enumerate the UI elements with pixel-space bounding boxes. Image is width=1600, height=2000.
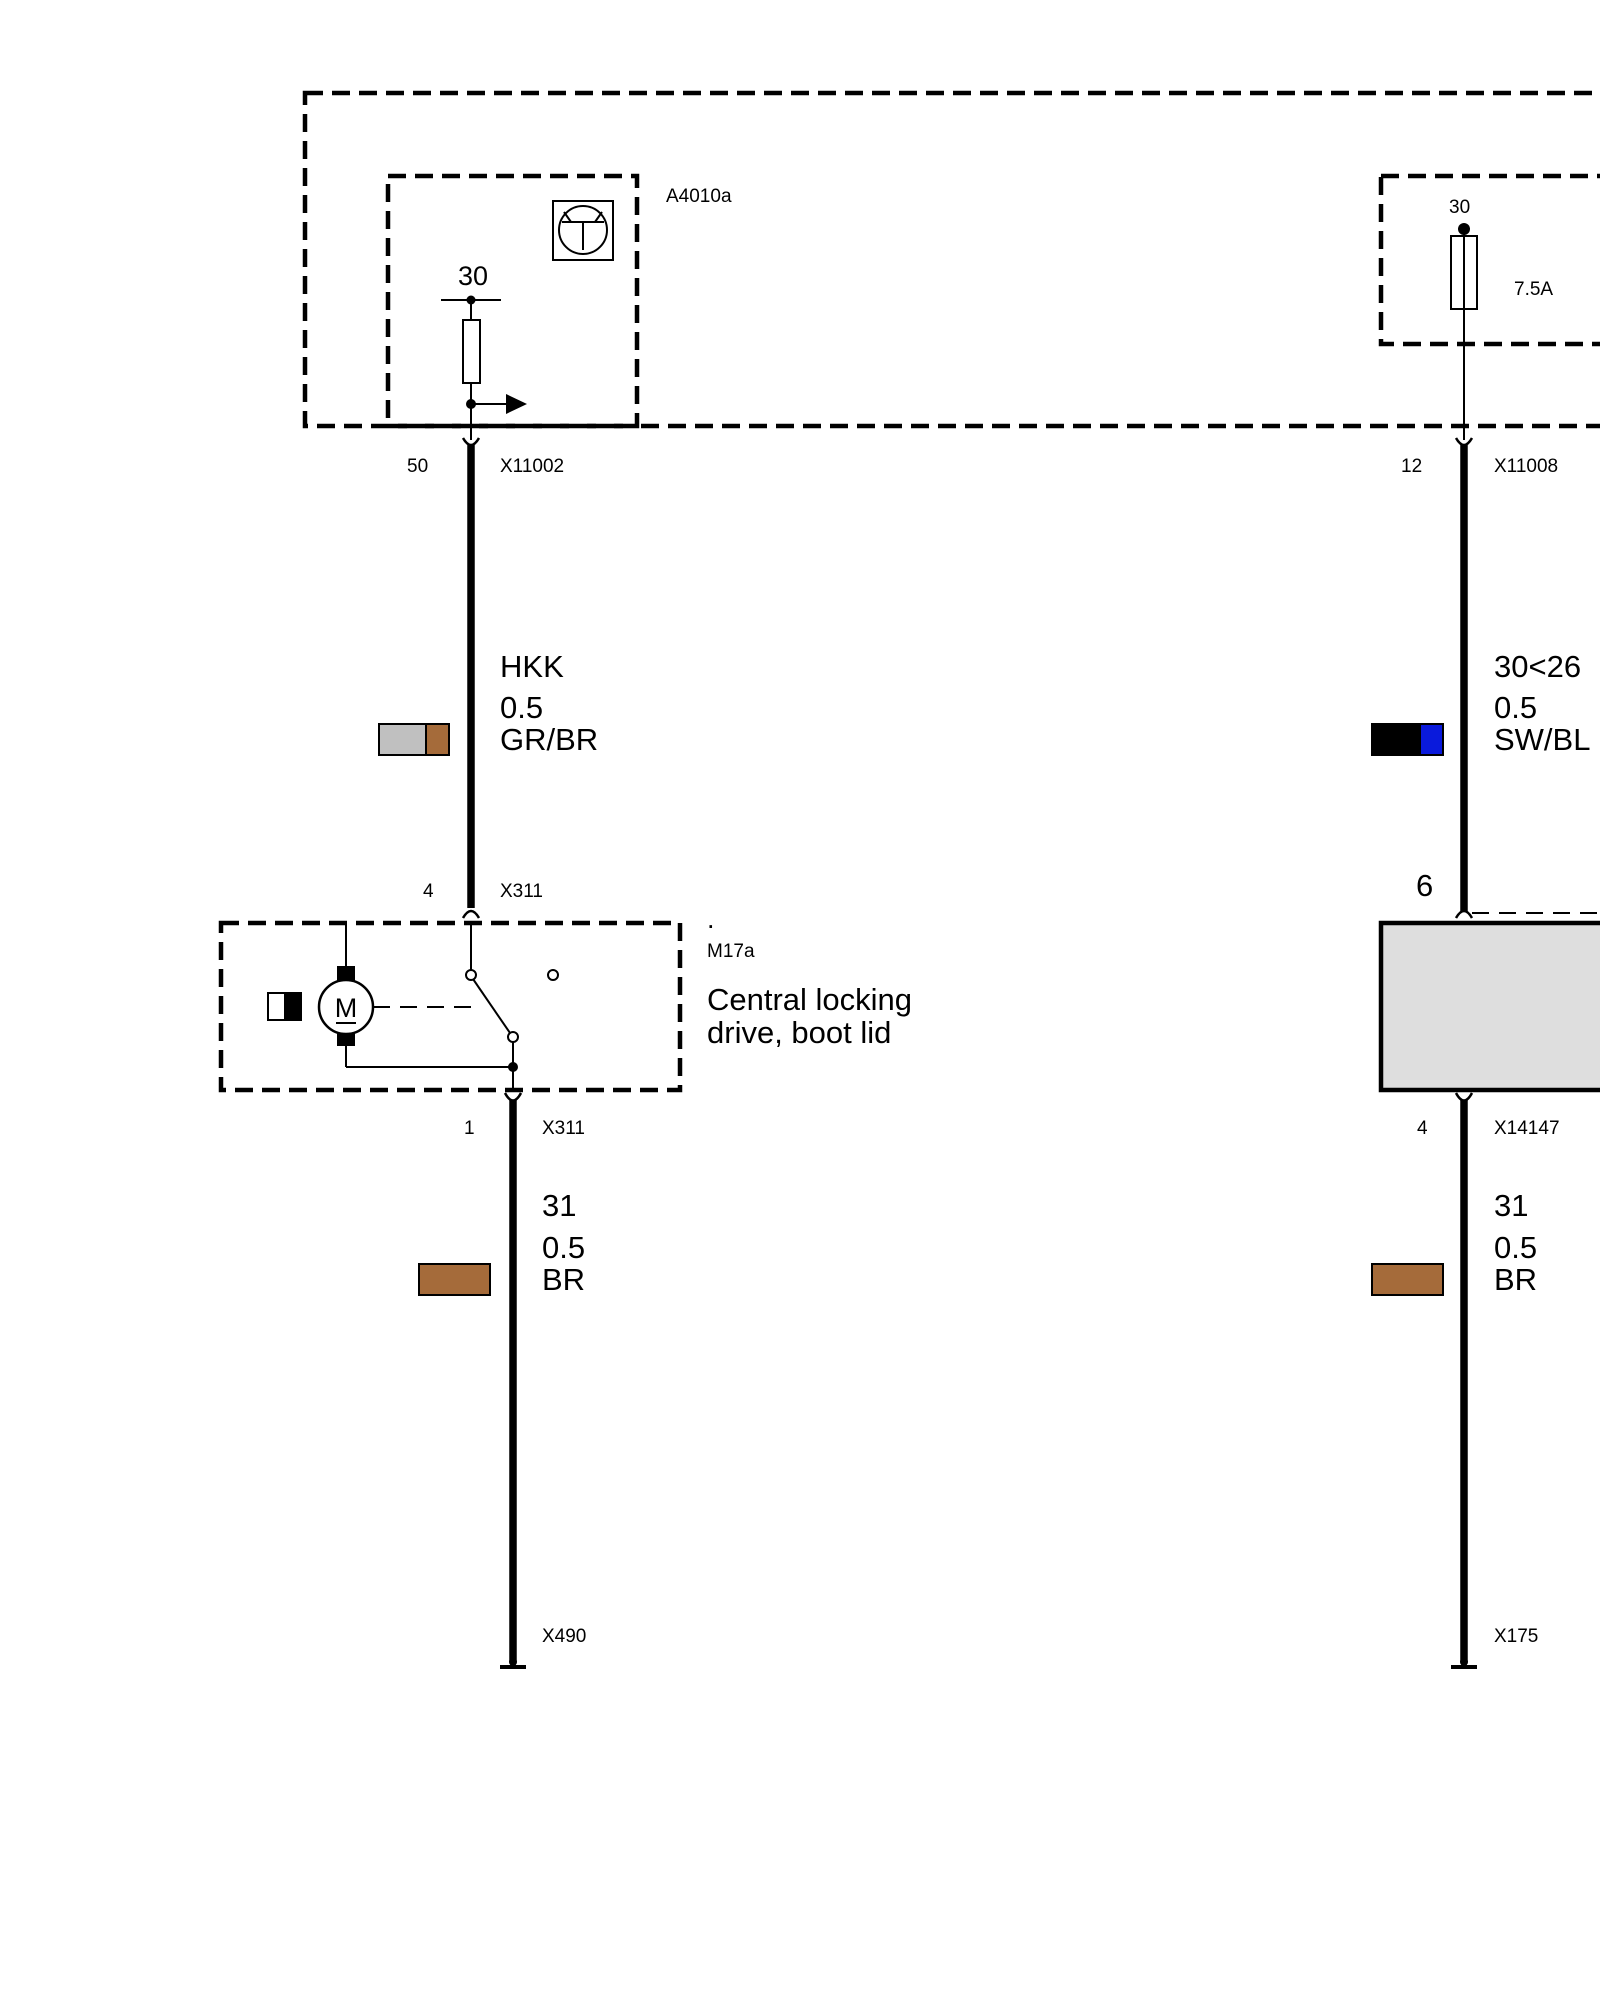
control-unit-housing	[302, 90, 1600, 429]
internal-module-right	[1378, 173, 1600, 347]
motor-icon: M	[317, 923, 513, 1068]
connector-x11008: X11008	[1494, 456, 1558, 477]
component-dot: .	[707, 904, 715, 934]
wire-color-swatch-br-right	[1371, 1263, 1444, 1296]
component-name-line1: Central locking	[707, 982, 912, 1017]
component-m17a[interactable]: M	[218, 920, 683, 1093]
component-name-line2: drive, boot lid	[707, 1015, 891, 1050]
fuse-rating: 7.5A	[1514, 279, 1553, 300]
connector-x311-bottom: X311	[542, 1118, 585, 1139]
pin-50: 50	[407, 456, 428, 477]
ground-icon-x490	[500, 1658, 526, 1669]
ground-point-x175: X175	[1494, 1626, 1538, 1647]
transistor-icon	[552, 200, 614, 261]
ground-signal-right: 31	[1494, 1188, 1528, 1223]
ground-point-x490: X490	[542, 1626, 586, 1647]
ground-icon-x175	[1451, 1658, 1477, 1669]
control-unit-a4010a[interactable]: A4010a 30 30 7.5A	[302, 90, 1600, 440]
component-id-m17a: M17a	[707, 941, 755, 962]
connector-x311-bottom-symbol	[503, 1092, 523, 1102]
ground-size-right: 0.5	[1494, 1230, 1537, 1265]
connector-x14147-symbol	[1454, 1092, 1474, 1102]
terminal-30-right: 30	[1449, 197, 1470, 218]
wire-color-swatch-gr-br	[378, 723, 450, 756]
connector-x11002: X11002	[500, 456, 564, 477]
right-component-housing[interactable]	[1378, 920, 1600, 1093]
connector-pin-6-symbol	[1454, 909, 1474, 919]
left-circuit: 50 X11002 HKK 0.5 GR/BR 4 X311	[218, 437, 912, 1669]
lock-state-icon	[267, 992, 302, 1021]
ground-color-code-right: BR	[1494, 1262, 1537, 1297]
connector-x311-top-symbol	[461, 909, 481, 919]
wire-size-left: 0.5	[500, 690, 543, 725]
wire-color-swatch-sw-bl	[1371, 723, 1444, 756]
control-unit-id: A4010a	[666, 186, 732, 207]
connector-x14147: X14147	[1494, 1118, 1560, 1139]
ground-size-left: 0.5	[542, 1230, 585, 1265]
wire-signal-30-26: 30<26	[1494, 649, 1581, 684]
ground-signal-left: 31	[542, 1188, 576, 1223]
ground-color-code-left: BR	[542, 1262, 585, 1297]
wire-size-right: 0.5	[1494, 690, 1537, 725]
pin-4: 4	[423, 881, 434, 902]
pin-6: 6	[1416, 868, 1433, 903]
pin-1: 1	[464, 1118, 475, 1139]
pin-12: 12	[1401, 456, 1422, 477]
wire-signal-hkk: HKK	[500, 649, 564, 684]
wire-color-code-sw-bl: SW/BL	[1494, 722, 1590, 757]
terminal-30-left: 30	[458, 261, 488, 291]
central-locking-drive-housing	[218, 920, 683, 1093]
wire-color-code-gr-br: GR/BR	[500, 722, 598, 757]
internal-module-left	[385, 173, 640, 429]
switch-icon	[465, 923, 559, 1090]
wire-color-swatch-br-left	[418, 1263, 491, 1296]
motor-symbol: M	[335, 993, 358, 1023]
pin-4-right: 4	[1417, 1118, 1428, 1139]
output-arrow-icon	[506, 394, 527, 414]
connector-x311-top: X311	[500, 881, 543, 902]
right-circuit: 12 X11008 30<26 0.5 SW/BL 6 4 X14147 31 …	[1371, 437, 1600, 1669]
resistor-symbol	[462, 319, 481, 384]
